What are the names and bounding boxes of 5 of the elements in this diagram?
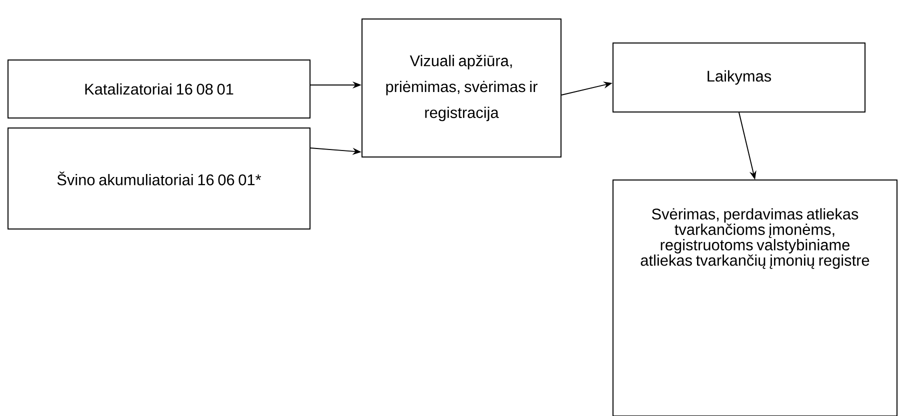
process-box: Laikymas — [612, 42, 866, 112]
process-box: Svėrimas, perdavimas atliekas tvarkančioms įmonėms, registruotoms valstybiniame atliekas tvarkančių įmonių registre — [612, 180, 898, 416]
process-box: Švino akumuliatoriai 16 06 01* — [8, 128, 310, 230]
process-box: Katalizatoriai 16 08 01 — [8, 60, 310, 118]
process-box: Vizuali apžiūra, priėmimas, svėrimas ir registracija — [362, 18, 562, 158]
